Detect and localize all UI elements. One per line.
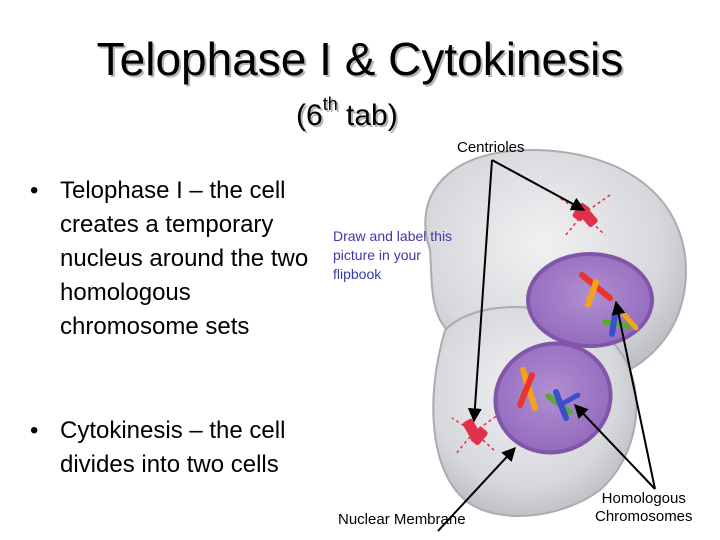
upper-chromosomes — [579, 272, 639, 337]
bullet-cytokinesis: •Cytokinesis – the cell divides into two… — [30, 414, 350, 482]
label-centrioles: Centrioles — [457, 139, 525, 156]
bullet-telophase: •Telophase I – the cell creates a tempor… — [30, 174, 330, 344]
lower-centriole — [451, 414, 499, 456]
bullet-dot: • — [30, 177, 39, 204]
instruction-note: Draw and label this picture in your flip… — [333, 228, 453, 282]
bullet-list-telophase: •Telophase I – the cell creates a tempor… — [30, 174, 330, 344]
slide-subtitle: (6th tab) — [296, 94, 398, 132]
lower-chromosomes — [517, 367, 581, 421]
label-nuclear-membrane: Nuclear Membrane — [338, 511, 466, 528]
label-homologous-chromosomes: Homologous Chromosomes — [595, 490, 693, 525]
bullet-dot: • — [30, 417, 39, 444]
bullet-list-cytokinesis: •Cytokinesis – the cell divides into two… — [30, 414, 350, 482]
slide-title: Telophase I & Cytokinesis — [96, 33, 624, 85]
pointer-arrows — [437, 159, 656, 532]
